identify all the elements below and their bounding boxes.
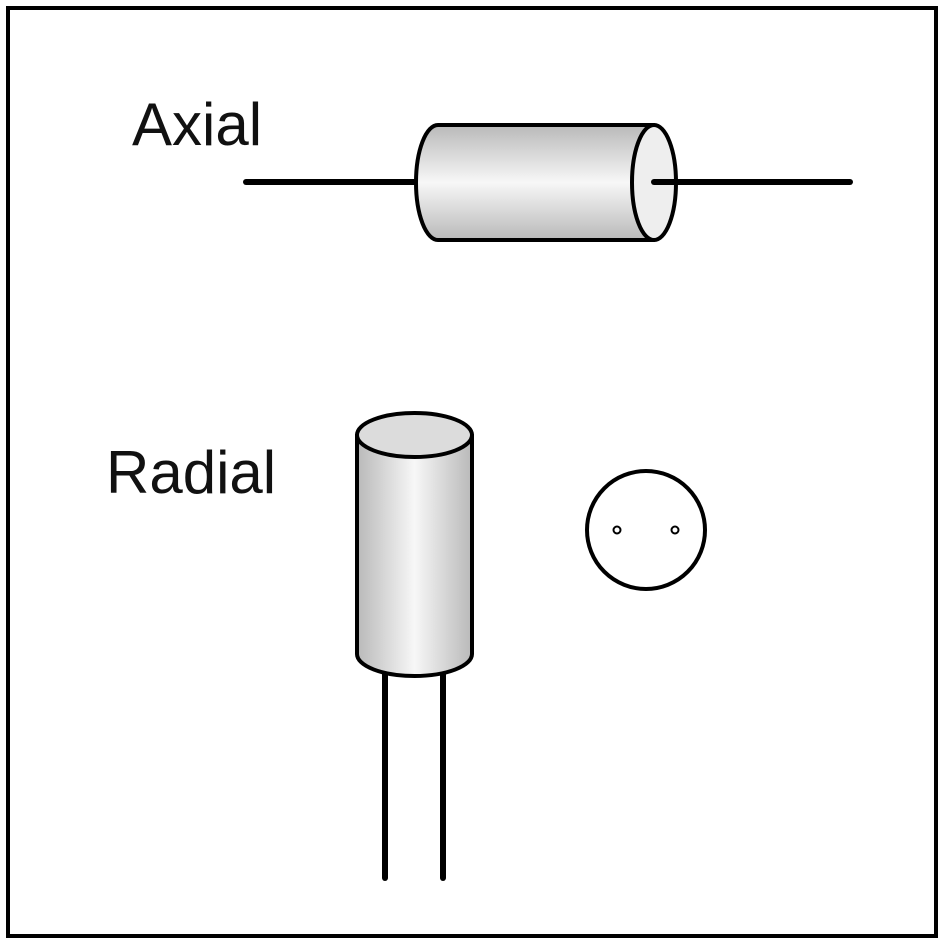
radial-capacitor-top-cap [355, 411, 474, 459]
radial-capacitor-bottom-view [585, 469, 707, 591]
axial-capacitor-body [414, 123, 656, 242]
bottom-view-outline [585, 469, 707, 591]
bottom-view-lead-hole-left [612, 525, 622, 535]
radial-capacitor-body [355, 433, 474, 678]
radial-capacitor [355, 411, 474, 881]
axial-label: Axial [132, 91, 262, 158]
radial-label: Radial [106, 439, 276, 506]
bottom-view-lead-hole-right [670, 525, 680, 535]
axial-capacitor [243, 123, 853, 242]
